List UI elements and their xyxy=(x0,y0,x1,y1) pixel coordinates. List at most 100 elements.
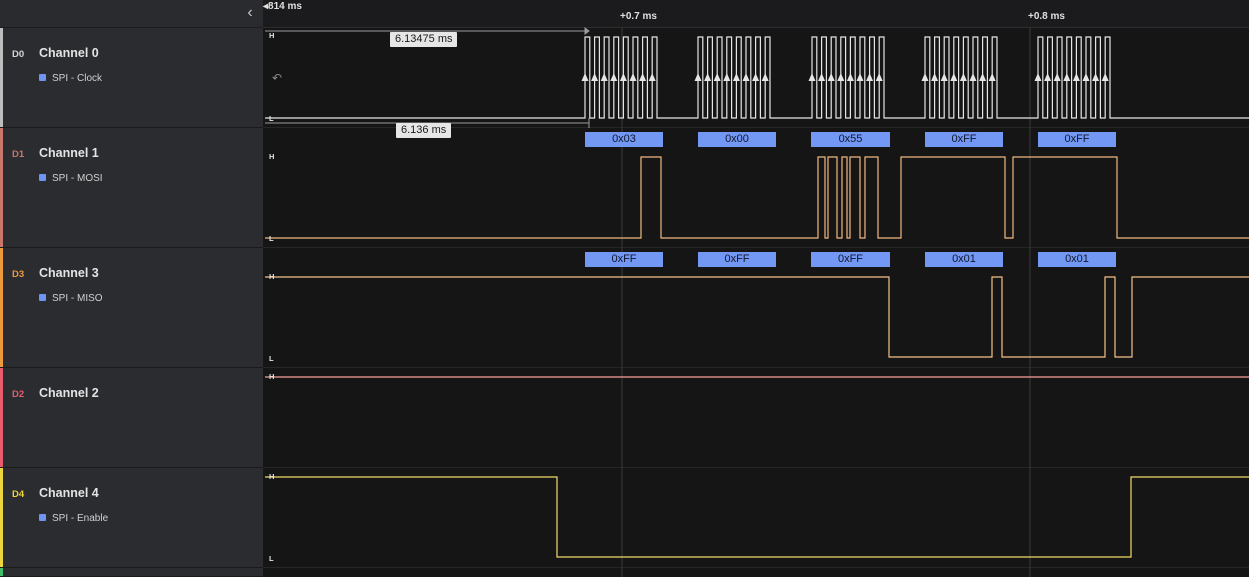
clock-edge-marker xyxy=(694,73,702,81)
clock-edge-marker xyxy=(639,73,647,81)
level-low-label: L xyxy=(269,234,274,243)
lane-channel-3[interactable] xyxy=(263,248,1249,368)
lane-channel-1[interactable] xyxy=(263,128,1249,248)
clock-edge-marker xyxy=(1034,73,1042,81)
clock-edge-marker xyxy=(959,73,967,81)
analyzer-label[interactable]: SPI - Clock xyxy=(39,73,102,84)
time-start-label: ◂814 ms xyxy=(263,1,302,12)
channel-color-bar xyxy=(0,368,3,467)
clock-edge-marker xyxy=(818,73,826,81)
clock-edge-marker xyxy=(931,73,939,81)
channel-id: D3 xyxy=(12,269,25,280)
clock-edge-marker xyxy=(921,73,929,81)
analyzer-text: SPI - MOSI xyxy=(52,173,103,184)
lane-channel-4[interactable] xyxy=(263,468,1249,568)
miso-byte-label[interactable]: 0x01 xyxy=(1038,252,1116,267)
enable-waveform xyxy=(265,476,1249,558)
clock-edge-marker xyxy=(704,73,712,81)
chevron-left-icon[interactable]: ‹ xyxy=(247,4,253,21)
level-low-label: L xyxy=(269,354,274,363)
channel-row-0[interactable]: D0 Channel 0 SPI - Clock xyxy=(0,28,263,128)
clock-edge-marker xyxy=(875,73,883,81)
analyzer-swatch xyxy=(39,174,46,181)
channel-row-next[interactable] xyxy=(0,568,263,577)
waveform-area[interactable]: ◂814 ms +0.7 ms +0.8 ms ↶ H L H L H L H … xyxy=(263,0,1249,577)
analyzer-label[interactable]: SPI - MISO xyxy=(39,293,103,304)
mosi-byte-label[interactable]: 0xFF xyxy=(1038,132,1116,147)
clock-edge-marker xyxy=(581,73,589,81)
channel-name[interactable]: Channel 4 xyxy=(39,486,99,500)
mosi-waveform xyxy=(265,156,1249,239)
time-ruler[interactable]: ◂814 ms +0.7 ms +0.8 ms xyxy=(263,0,1249,28)
clock-edge-marker xyxy=(950,73,958,81)
analyzer-swatch xyxy=(39,294,46,301)
level-high-label: H xyxy=(269,372,275,381)
channel-color-bar xyxy=(0,128,3,247)
clock-edge-marker xyxy=(742,73,750,81)
channel-name[interactable]: Channel 0 xyxy=(39,46,99,60)
clock-edge-marker xyxy=(713,73,721,81)
analyzer-label[interactable]: SPI - Enable xyxy=(39,513,108,524)
analyzer-label[interactable]: SPI - MOSI xyxy=(39,173,103,184)
clock-edge-marker xyxy=(808,73,816,81)
channel-id: D0 xyxy=(12,49,25,60)
channel-id: D2 xyxy=(12,389,25,400)
level-low-label: L xyxy=(269,554,274,563)
clock-waveform xyxy=(265,36,1249,119)
channel-sidebar: ‹ D0 Channel 0 SPI - Clock D1 Channel 1 … xyxy=(0,0,263,577)
clock-edge-marker xyxy=(856,73,864,81)
lane-channel-2[interactable] xyxy=(263,368,1249,468)
clock-edge-marker xyxy=(629,73,637,81)
clock-edge-marker xyxy=(591,73,599,81)
miso-byte-label[interactable]: 0xFF xyxy=(585,252,663,267)
level-low-label: L xyxy=(269,114,274,123)
clock-edge-marker xyxy=(1063,73,1071,81)
miso-byte-label[interactable]: 0x01 xyxy=(925,252,1003,267)
level-high-label: H xyxy=(269,31,275,40)
clock-edge-marker xyxy=(1053,73,1061,81)
channel-color-bar xyxy=(0,468,3,567)
lane-channel-0[interactable] xyxy=(263,28,1249,128)
channel-name[interactable]: Channel 1 xyxy=(39,146,99,160)
clock-edge-marker xyxy=(866,73,874,81)
channel-row-4[interactable]: D4 Channel 4 SPI - Enable xyxy=(0,468,263,568)
clock-edge-marker xyxy=(1044,73,1052,81)
mosi-byte-label[interactable]: 0xFF xyxy=(925,132,1003,147)
clock-edge-marker xyxy=(1072,73,1080,81)
clock-edge-marker xyxy=(648,73,656,81)
channel-name[interactable]: Channel 2 xyxy=(39,386,99,400)
waveform-canvas[interactable] xyxy=(263,0,1249,577)
time-marker-label: +0.7 ms xyxy=(620,11,657,22)
clock-edge-marker xyxy=(600,73,608,81)
channel-name[interactable]: Channel 3 xyxy=(39,266,99,280)
clock-edge-marker xyxy=(969,73,977,81)
level-high-label: H xyxy=(269,472,275,481)
miso-byte-label[interactable]: 0xFF xyxy=(698,252,776,267)
miso-waveform xyxy=(265,276,1249,358)
clock-edge-marker xyxy=(610,73,618,81)
measurement-label[interactable]: 6.136 ms xyxy=(396,123,452,138)
clock-edge-marker xyxy=(846,73,854,81)
clock-edge-marker xyxy=(619,73,627,81)
level-high-label: H xyxy=(269,272,275,281)
mosi-byte-label[interactable]: 0x00 xyxy=(698,132,776,147)
clock-edge-marker xyxy=(1092,73,1100,81)
clock-edge-marker xyxy=(723,73,731,81)
analyzer-swatch xyxy=(39,74,46,81)
clock-edge-marker xyxy=(827,73,835,81)
analyzer-text: SPI - Clock xyxy=(52,73,103,84)
waveforms xyxy=(265,36,1249,558)
mosi-byte-label[interactable]: 0x03 xyxy=(585,132,663,147)
channel-row-2[interactable]: D2 Channel 2 xyxy=(0,368,263,468)
channel-row-3[interactable]: D3 Channel 3 SPI - MISO xyxy=(0,248,263,368)
miso-byte-label[interactable]: 0xFF xyxy=(811,252,890,267)
mosi-byte-label[interactable]: 0x55 xyxy=(811,132,890,147)
channel-id: D4 xyxy=(12,489,25,500)
channel-color-bar xyxy=(0,568,3,576)
clock-edge-marker xyxy=(940,73,948,81)
measurement-label[interactable]: 6.13475 ms xyxy=(390,32,458,47)
channel-row-1[interactable]: D1 Channel 1 SPI - MOSI xyxy=(0,128,263,248)
level-high-label: H xyxy=(269,152,275,161)
undo-icon[interactable]: ↶ xyxy=(272,71,283,85)
analyzer-text: SPI - Enable xyxy=(52,513,109,524)
